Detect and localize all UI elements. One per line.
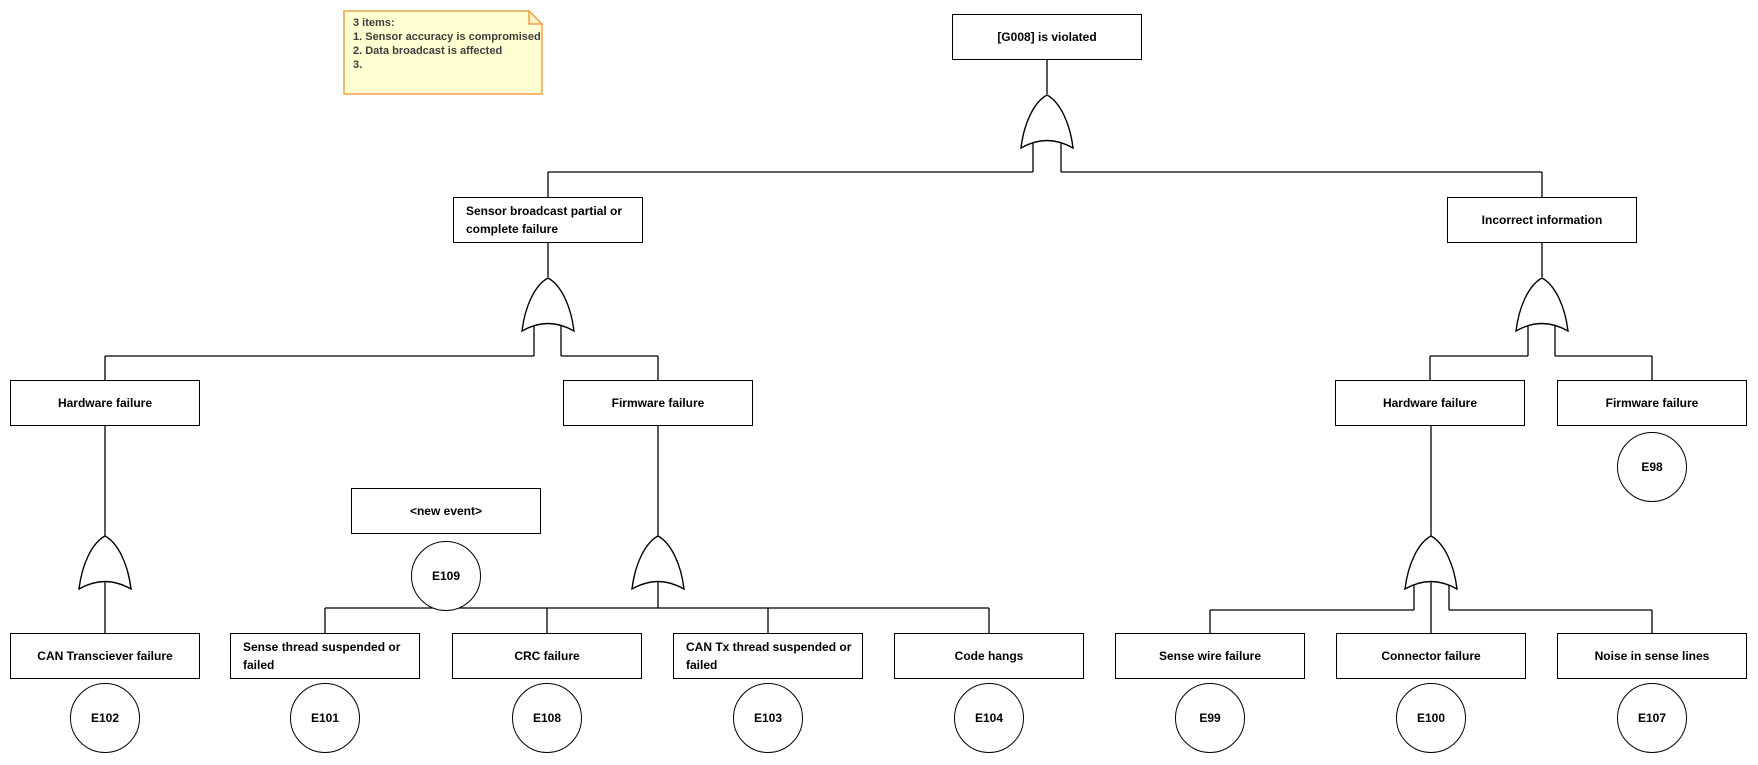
note-item: 2. Data broadcast is affected: [353, 45, 503, 57]
or-gate-hardware-right[interactable]: [1403, 534, 1459, 592]
node-incorrect-information[interactable]: Incorrect information: [1447, 197, 1637, 243]
node-crc-failure[interactable]: CRC failure: [452, 633, 642, 679]
node-new-event[interactable]: <new event>: [351, 488, 541, 534]
or-gate-hardware-left[interactable]: [77, 534, 133, 592]
node-sense-wire-failure[interactable]: Sense wire failure: [1115, 633, 1305, 679]
node-firmware-failure-right[interactable]: Firmware failure: [1557, 380, 1747, 426]
note-header: 3 items:: [353, 17, 395, 29]
node-hardware-failure-right[interactable]: Hardware failure: [1335, 380, 1525, 426]
node-sense-thread-suspended[interactable]: Sense thread suspended or failed: [230, 633, 420, 679]
or-gate-top[interactable]: [1019, 93, 1075, 151]
node-sensor-broadcast-failure[interactable]: Sensor broadcast partial or complete fai…: [453, 197, 643, 243]
event-e98[interactable]: E98: [1617, 432, 1687, 502]
node-code-hangs[interactable]: Code hangs: [894, 633, 1084, 679]
sticky-note-paper: [343, 9, 544, 95]
note-item: 3.: [353, 59, 363, 71]
event-e103[interactable]: E103: [733, 683, 803, 753]
or-gate-sensor-broadcast[interactable]: [520, 276, 576, 334]
event-e102[interactable]: E102: [70, 683, 140, 753]
folded-corner-icon: [528, 9, 544, 25]
event-e99[interactable]: E99: [1175, 683, 1245, 753]
node-connector-failure[interactable]: Connector failure: [1336, 633, 1526, 679]
event-e100[interactable]: E100: [1396, 683, 1466, 753]
node-noise-in-sense-lines[interactable]: Noise in sense lines: [1557, 633, 1747, 679]
event-e101[interactable]: E101: [290, 683, 360, 753]
node-firmware-failure-mid[interactable]: Firmware failure: [563, 380, 753, 426]
event-e108[interactable]: E108: [512, 683, 582, 753]
node-can-transciever-failure[interactable]: CAN Transciever failure: [10, 633, 200, 679]
or-gate-incorrect-info[interactable]: [1514, 276, 1570, 334]
event-e109[interactable]: E109: [411, 541, 481, 611]
or-gate-firmware-mid[interactable]: [630, 534, 686, 592]
node-can-tx-thread-suspended[interactable]: CAN Tx thread suspended or failed: [673, 633, 863, 679]
note-item: 1. Sensor accuracy is compromised: [353, 31, 541, 43]
node-hardware-failure-left[interactable]: Hardware failure: [10, 380, 200, 426]
event-e107[interactable]: E107: [1617, 683, 1687, 753]
node-g008[interactable]: [G008] is violated: [952, 14, 1142, 60]
event-e104[interactable]: E104: [954, 683, 1024, 753]
sticky-note[interactable]: 3 items: 1. Sensor accuracy is compromis…: [343, 9, 544, 95]
